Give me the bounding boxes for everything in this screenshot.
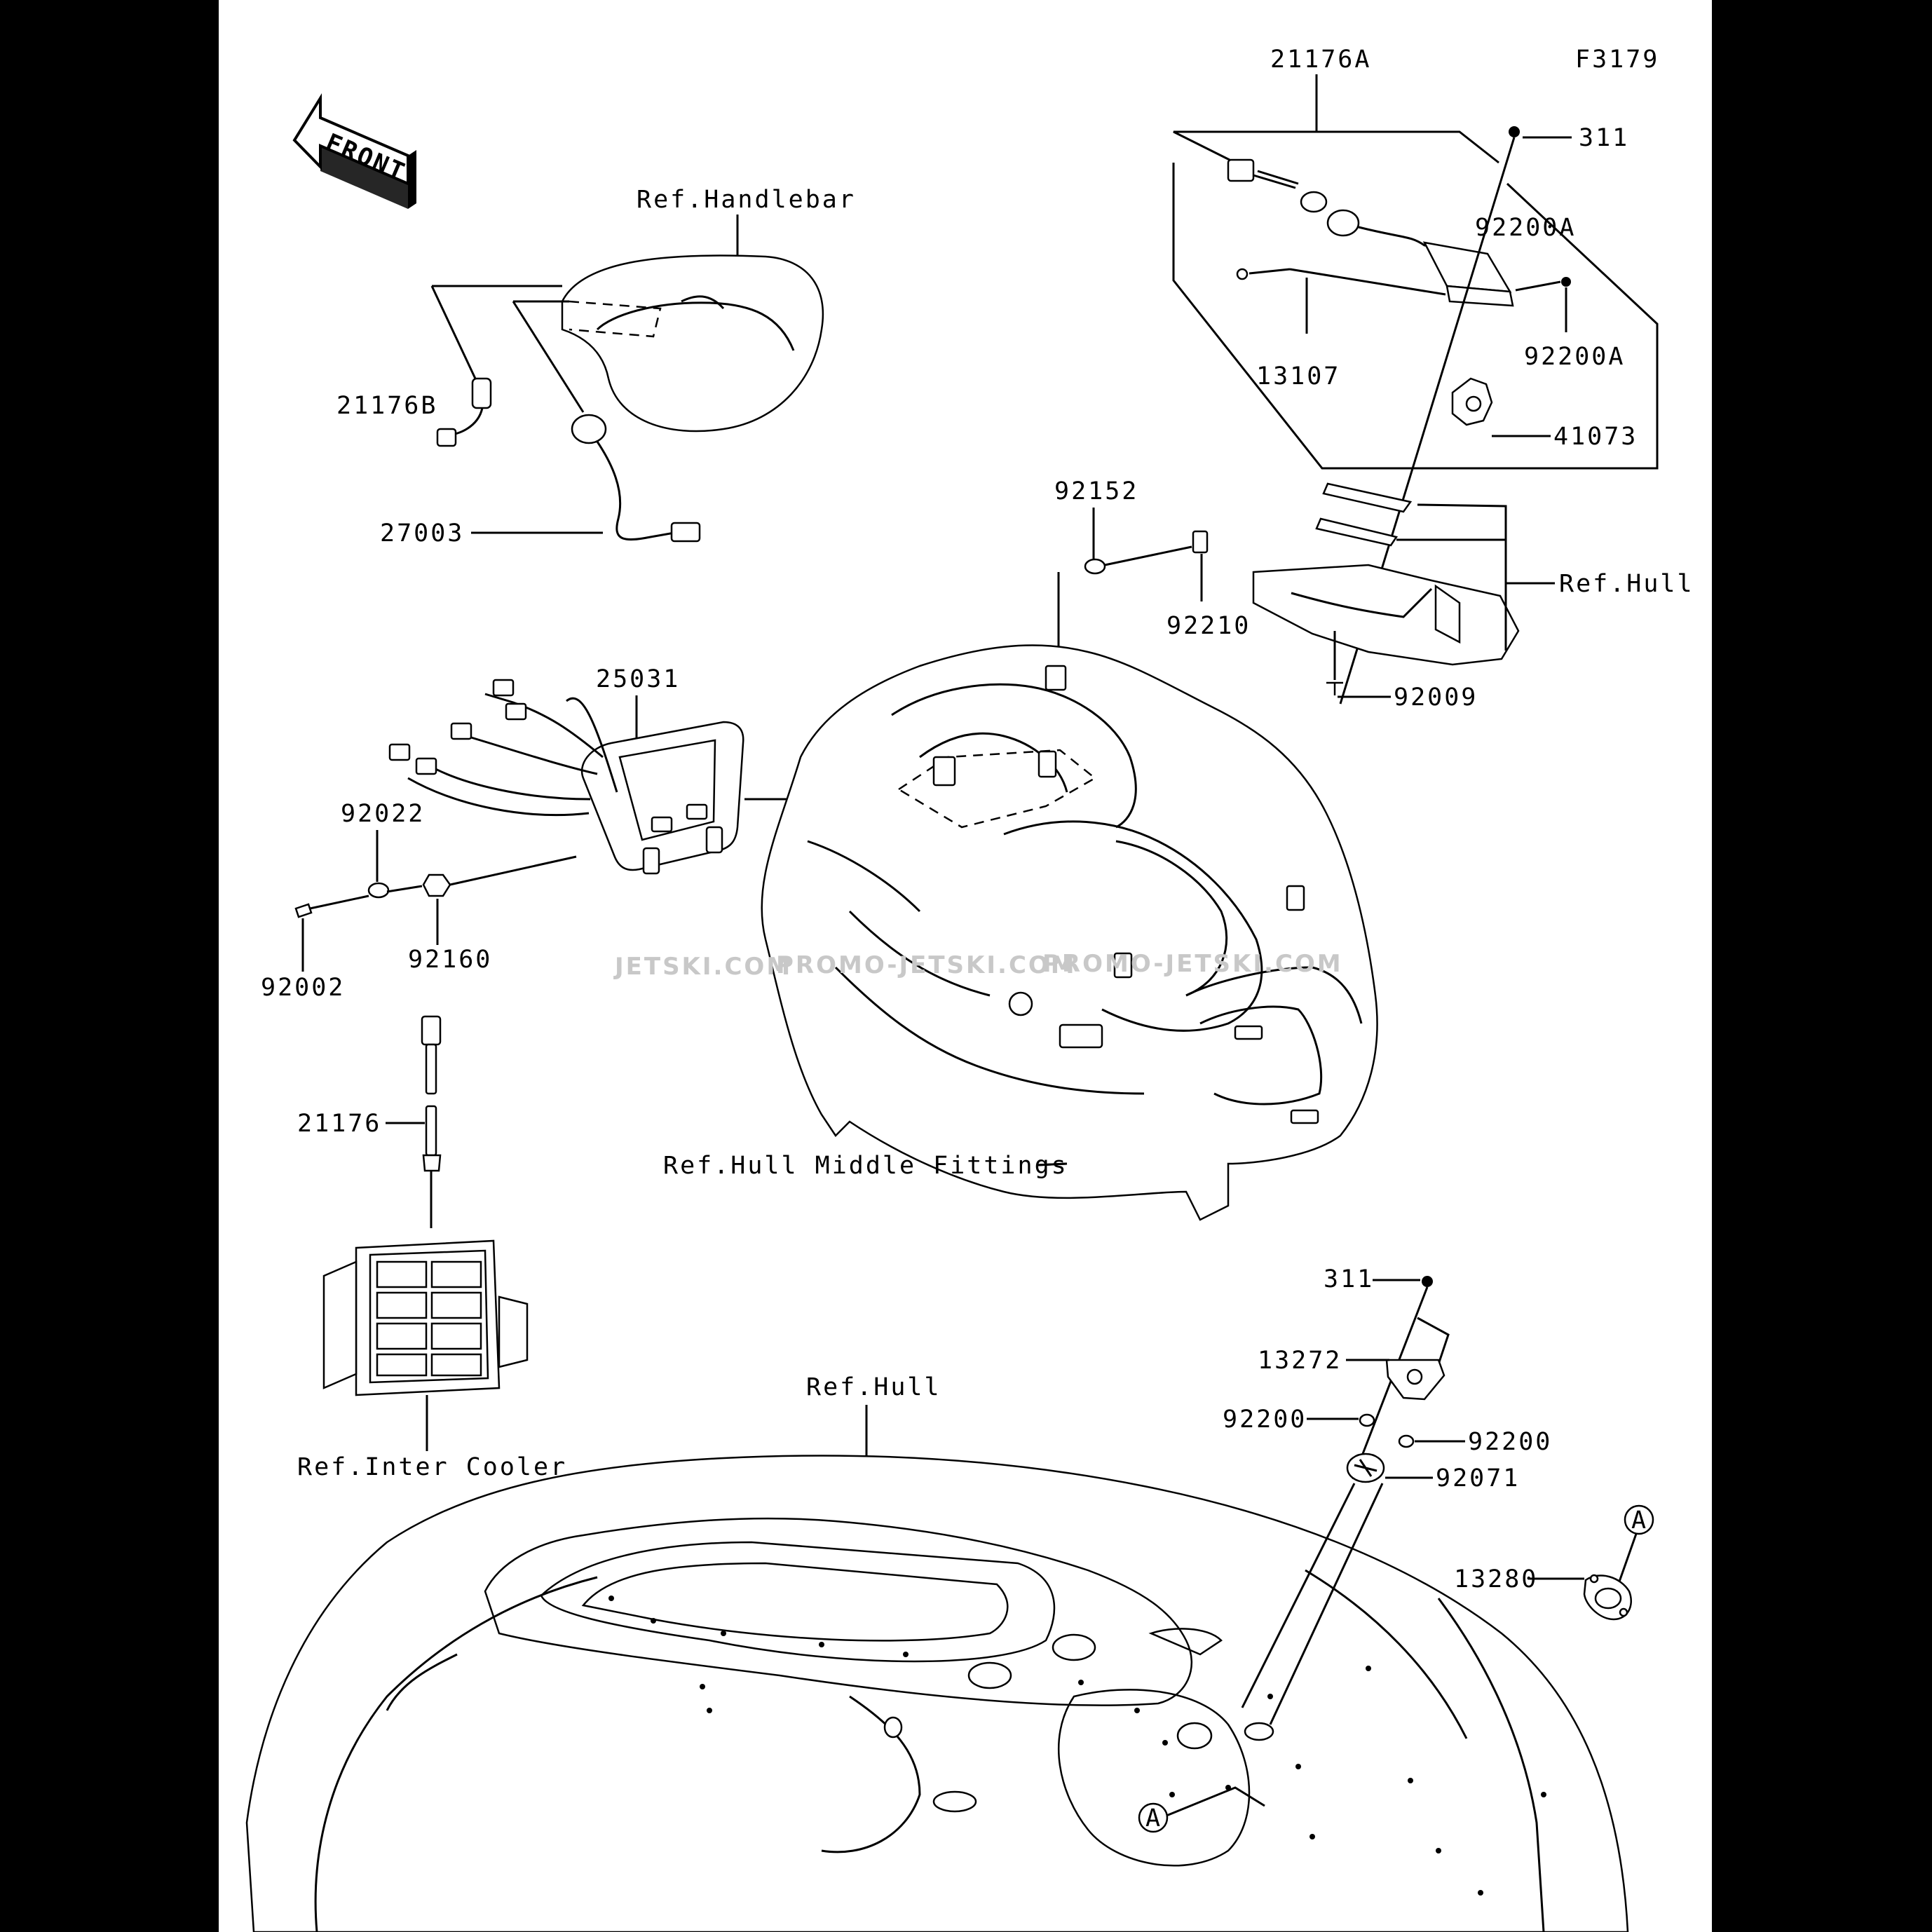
hull-bottom: Ref.Hull A [245,1373,1629,1932]
label-25031: 25031 [596,665,680,693]
label-92022: 92022 [341,800,425,828]
label-92200A-right: 92200A [1524,343,1625,371]
meter-fasteners: 92022 92160 92002 [261,800,577,1002]
watermark-3: PROMO-JETSKI.COM [1042,950,1343,978]
label-92200A-left: 92200A [1475,214,1576,242]
parts-diagram: F3179 FRONT 21176A [245,46,1694,1932]
intercooler-sensor: 21176 Ref.Inter Cooler [297,1015,567,1481]
kit-21176A: 21176A 92200A 13107 92200A 41073 [1172,46,1659,705]
watermark-2: PROMO-JETSKI.COM [776,951,1077,979]
watermark-1: JETSKI.COM [613,953,792,981]
label-92002: 92002 [261,974,345,1002]
handlebar-assembly: Ref.Handlebar 21176B 27003 [336,186,856,547]
callout-a-part: A [1631,1506,1648,1535]
label-13272: 13272 [1258,1347,1342,1375]
label-ref-hull-bottom: Ref.Hull [806,1373,941,1401]
bracket-parts: 92152 92210 Ref.Hull 92009 [1054,477,1694,712]
diagram-sheet: F3179 FRONT 21176A [219,0,1712,1932]
label-311-bottom: 311 [1324,1265,1374,1293]
label-21176A: 21176A [1270,46,1371,74]
label-92200-right: 92200 [1468,1428,1552,1456]
label-92009: 92009 [1394,683,1478,712]
label-ref-hull-middle: Ref.Hull Middle Fittings [663,1152,1068,1180]
label-92152: 92152 [1054,477,1138,505]
label-ref-inter-cooler: Ref.Inter Cooler [297,1453,567,1481]
label-92200-left: 92200 [1223,1406,1307,1434]
label-13107: 13107 [1256,362,1340,390]
label-41073: 41073 [1553,423,1638,451]
label-21176B: 21176B [336,392,437,420]
label-ref-handlebar: Ref.Handlebar [637,186,856,214]
label-21176: 21176 [297,1110,381,1138]
label-ref-hull-top: Ref.Hull [1559,570,1694,598]
hull-middle-fittings: Ref.Hull Middle Fittings [663,644,1378,1221]
drain-fittings: 311 13272 92200 92200 92071 A 13280 [1223,1265,1654,1741]
meter-25031: 25031 [388,665,892,875]
front-arrow: FRONT [292,93,416,209]
label-92160: 92160 [408,946,492,974]
figure-code: F3179 [1575,46,1659,74]
label-311-top: 311 [1579,124,1629,152]
label-92210: 92210 [1166,612,1251,640]
callout-a-hull: A [1145,1804,1162,1832]
label-92071: 92071 [1436,1464,1520,1492]
label-27003: 27003 [380,519,464,547]
label-13280: 13280 [1454,1565,1538,1593]
